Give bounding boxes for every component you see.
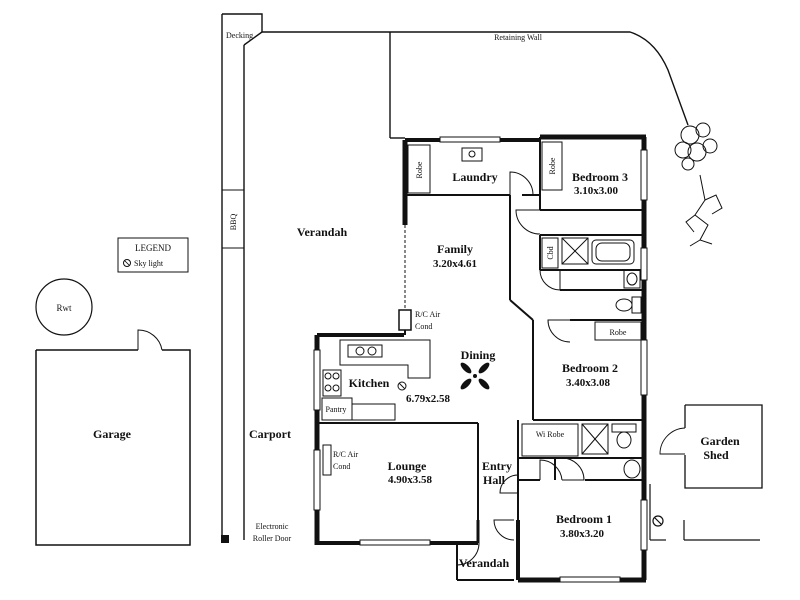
garden-shed: Garden Shed [659, 404, 763, 489]
windows [313, 136, 648, 583]
entry-hall-line2: Hall [483, 473, 506, 487]
side-fence [649, 484, 760, 541]
legend-item-label: Sky light [134, 259, 164, 268]
laundry-robe: Robe [407, 144, 431, 194]
legend: LEGEND Sky light [117, 237, 189, 273]
lounge-aircon-unit [322, 444, 332, 476]
toilet-main [615, 296, 642, 314]
garden-trees [674, 122, 723, 247]
roller-door-marker [221, 535, 229, 543]
bedroom2-label: Bedroom 2 [562, 361, 618, 375]
site-boundary [221, 13, 689, 540]
robe-bed2-label: Robe [610, 328, 627, 337]
wi-robe-label: Wi Robe [536, 430, 565, 439]
garden-shed-label-line2: Shed [703, 448, 729, 462]
lounge-aircon-line2: Cond [333, 462, 350, 471]
family-aircon-line2: Cond [415, 322, 432, 331]
bedroom1-label: Bedroom 1 [556, 512, 612, 526]
stove [322, 369, 342, 397]
vanity-sink [623, 269, 641, 289]
roller-door-label-line2: Roller Door [253, 534, 292, 543]
pantry-label: Pantry [326, 405, 347, 414]
garage: Garage [35, 329, 191, 546]
robe-laundry-label: Robe [415, 161, 424, 178]
bedroom3-dim: 3.10x3.00 [574, 185, 619, 197]
bedroom2-robe: Robe [594, 321, 642, 341]
bbq-label: BBQ [229, 214, 238, 231]
entry-hall-line1: Entry [482, 459, 512, 473]
ensuite-fixtures [581, 423, 641, 479]
retaining-wall-label: Retaining Wall [494, 33, 543, 42]
doors [456, 171, 585, 566]
cbd-label: Cbd [546, 246, 555, 259]
garden-shed-label-line1: Garden [700, 434, 740, 448]
robe-bed3-label: Robe [548, 157, 557, 174]
lounge-label: Lounge [388, 459, 427, 473]
family-west-edge [398, 225, 412, 335]
verandah-bottom-label: Verandah [459, 556, 510, 570]
bedroom1-dim: 3.80x3.20 [560, 528, 605, 540]
garage-label: Garage [93, 427, 132, 441]
carport-label: Carport [249, 427, 291, 441]
kitchen-bench [339, 339, 431, 379]
verandah-top-label: Verandah [297, 225, 348, 239]
pantry-area [321, 397, 396, 421]
family-label: Family [437, 242, 473, 256]
skylight-icon-kitchen [397, 381, 407, 391]
family-dim: 3.20x4.61 [433, 258, 477, 270]
laundry-trough [461, 147, 483, 162]
lounge-aircon-line1: R/C Air [333, 450, 358, 459]
walk-in-robe: Wi Robe [521, 423, 579, 457]
bbq-box: BBQ [221, 189, 245, 249]
lounge-dim: 4.90x3.58 [388, 474, 433, 486]
kitchen-dim: 6.79x2.58 [406, 393, 451, 405]
kitchen-label: Kitchen [349, 376, 390, 390]
rainwater-tank: Rwt [35, 278, 93, 336]
ceiling-fan-icon [460, 362, 490, 390]
shower-main [561, 237, 635, 265]
roller-door-label-line1: Electronic [256, 522, 289, 531]
family-aircon-line1: R/C Air [415, 310, 440, 319]
rwt-label: Rwt [56, 303, 72, 313]
dining-label: Dining [461, 348, 496, 362]
decking-label: Decking [226, 31, 253, 40]
legend-title: LEGEND [135, 243, 171, 253]
bedroom2-dim: 3.40x3.08 [566, 377, 611, 389]
bedroom3-robe: Robe [541, 141, 563, 191]
cupboard: Cbd [541, 237, 559, 269]
interior-walls [317, 137, 644, 520]
bedroom3-label: Bedroom 3 [572, 170, 628, 184]
skylight-icon [123, 259, 131, 267]
laundry-label: Laundry [452, 170, 497, 184]
